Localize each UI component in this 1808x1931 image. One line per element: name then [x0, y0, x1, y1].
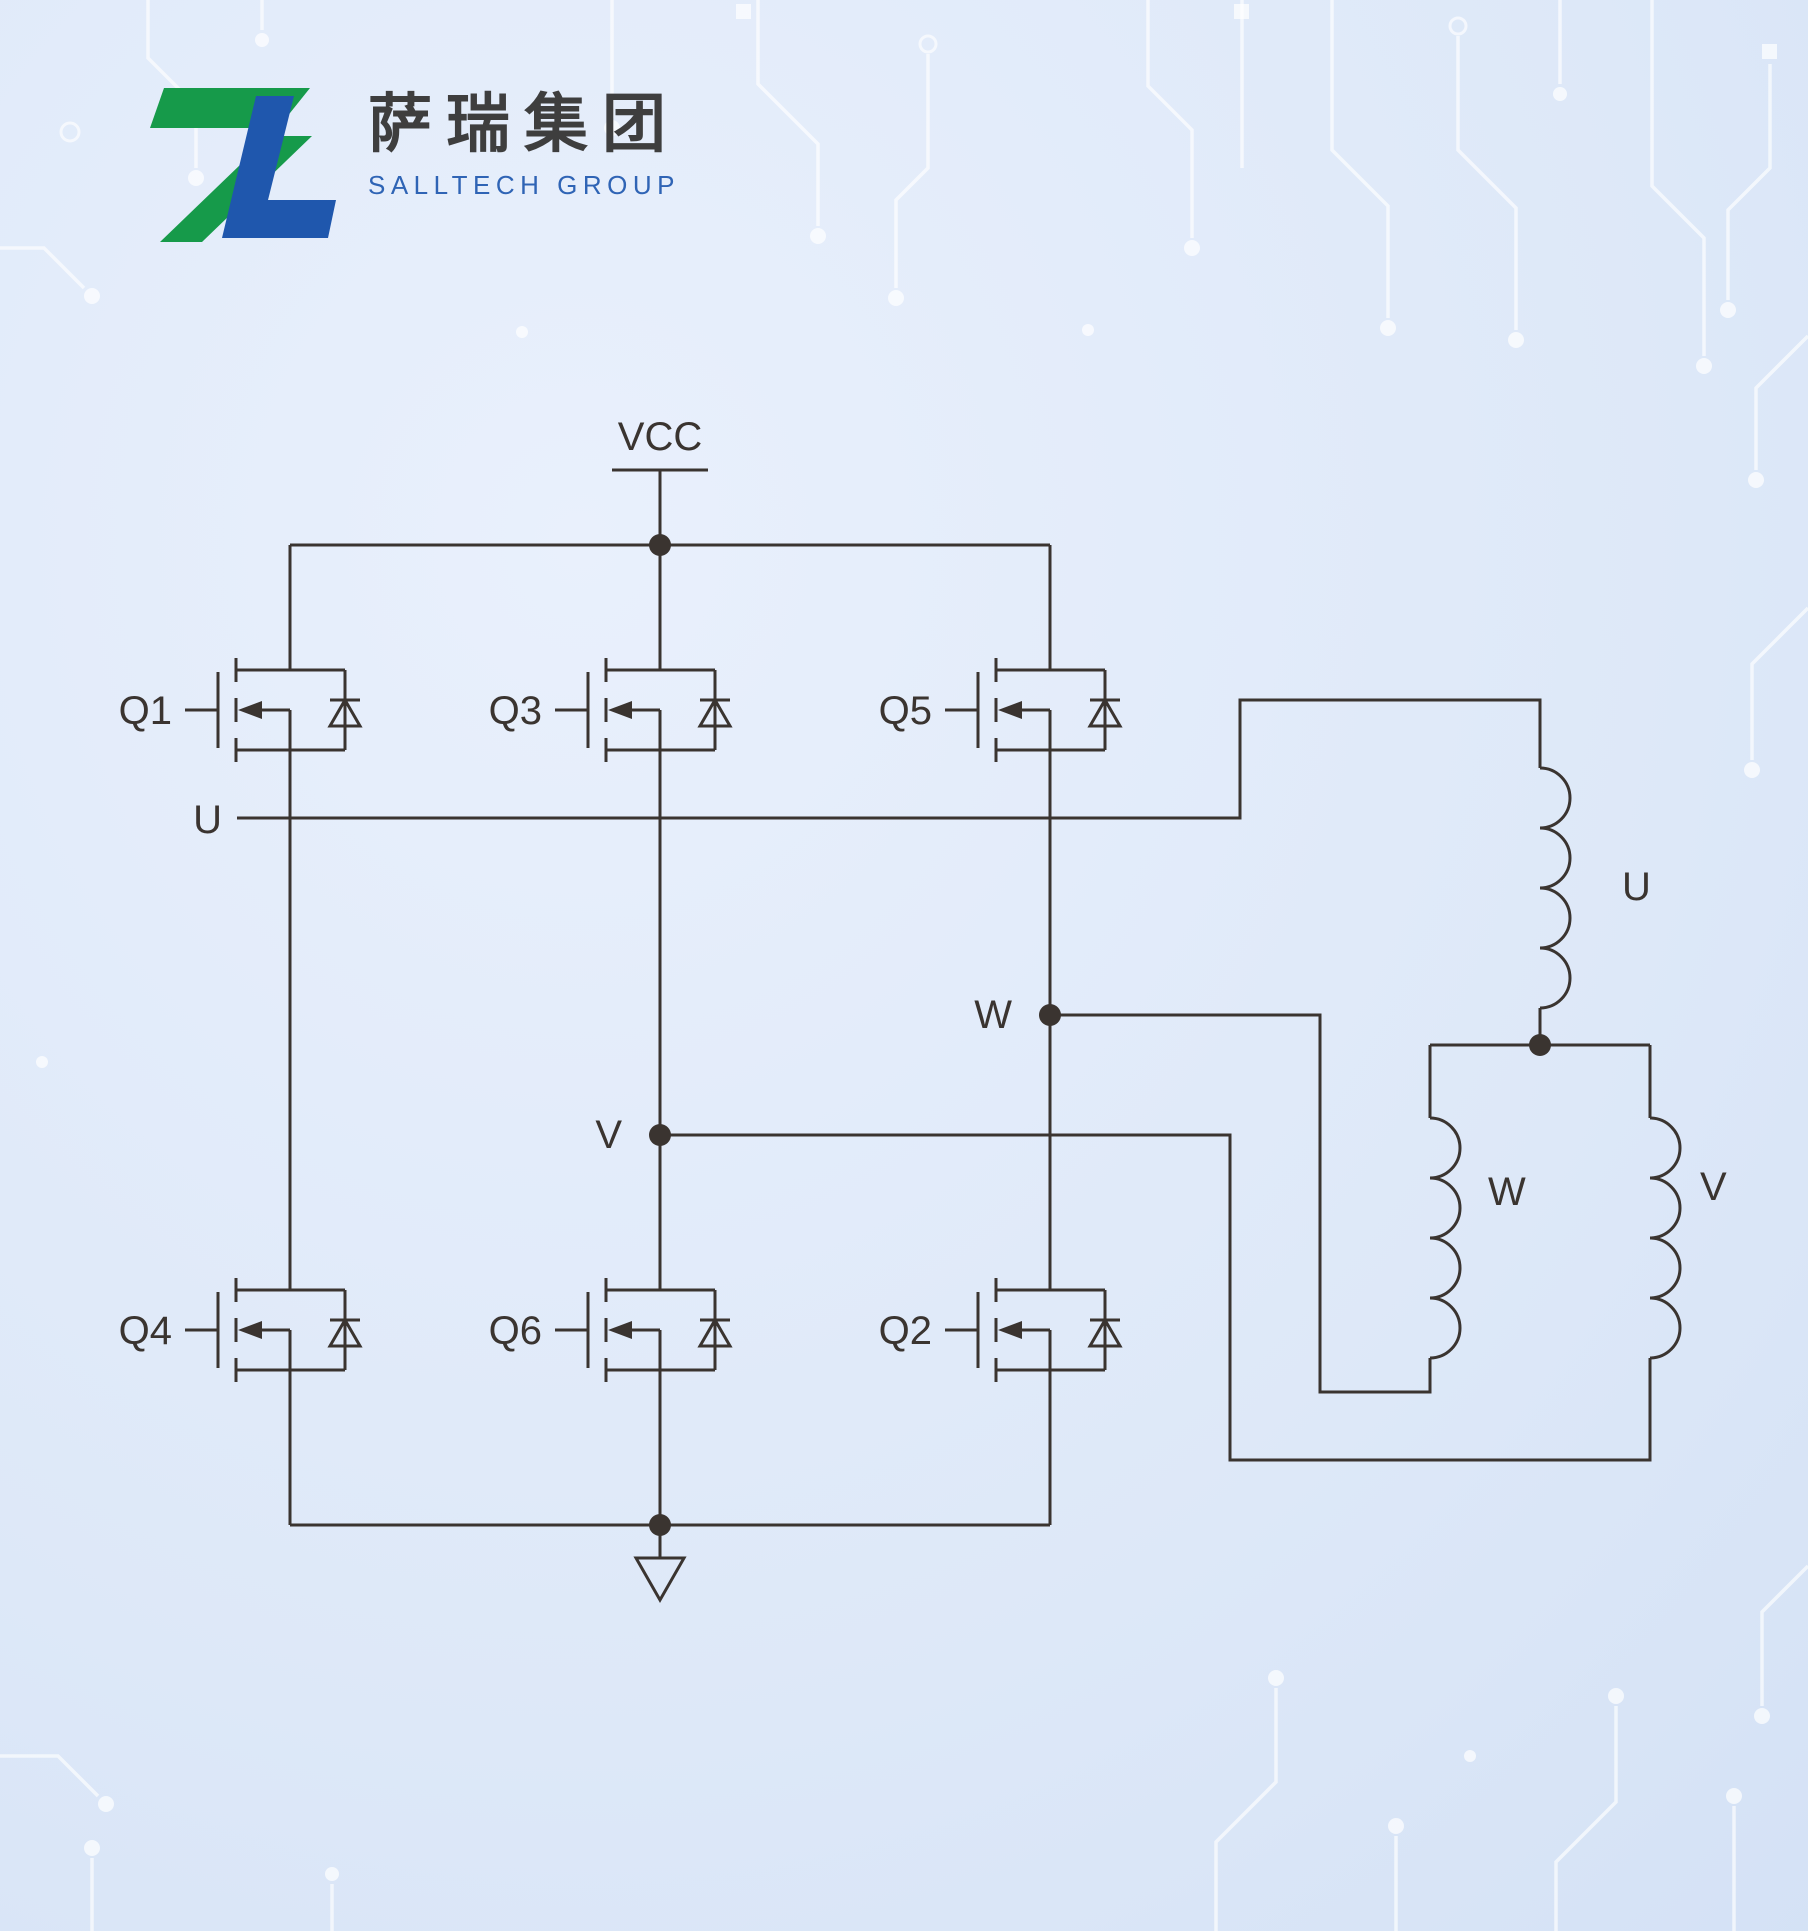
trace-line [0, 246, 86, 290]
label-winding-w: W [1488, 1170, 1526, 1214]
trace-via [888, 290, 904, 306]
trace-line [1754, 334, 1808, 470]
trace-line [1456, 36, 1518, 330]
schematic-labels: VCC Q1 Q3 Q5 Q4 Q6 Q2 U V W U W V [119, 415, 1727, 1353]
transistor-q5 [943, 656, 1122, 764]
logo-blue-l-stroke [222, 96, 336, 238]
junction-dot-v [649, 1124, 671, 1146]
transistor-q2 [943, 1276, 1122, 1384]
trace-pad [1762, 44, 1777, 59]
inductor-u [1539, 766, 1572, 1010]
trace-line [0, 1754, 100, 1798]
transistor-q3 [553, 656, 732, 764]
trace-via [84, 1840, 100, 1856]
junction-dot-ground [649, 1514, 671, 1536]
ground-symbol [633, 1556, 687, 1604]
trace-via [1754, 1708, 1770, 1724]
trace-via [1726, 1788, 1742, 1804]
salltech-logo-icon [150, 88, 336, 242]
trace-via [1388, 1818, 1404, 1834]
trace-pad [1234, 4, 1249, 19]
label-q2: Q2 [879, 1309, 932, 1353]
label-q5: Q5 [879, 689, 932, 733]
circuit-wires [237, 468, 1682, 1604]
trace-via [810, 228, 826, 244]
trace-via [1184, 240, 1200, 256]
trace-via [1608, 1688, 1624, 1704]
phase-w-wire [1050, 1013, 1432, 1394]
trace-line [1214, 1688, 1278, 1931]
trace-line [146, 0, 198, 168]
label-q1: Q1 [119, 689, 172, 733]
logo-text-block: 萨瑞集团 SALLTECH GROUP [368, 84, 680, 201]
logo-chinese-name: 萨瑞集团 [368, 88, 680, 160]
trace-via [84, 288, 100, 304]
trace-via [918, 34, 938, 54]
trace-via [1448, 16, 1468, 36]
label-winding-v: V [1700, 1165, 1727, 1209]
phase-v-wire [660, 1133, 1652, 1462]
trace-line [1146, 0, 1194, 238]
trace-line [756, 0, 820, 226]
label-vcc: VCC [618, 415, 702, 459]
junction-dots [649, 534, 1551, 1536]
trace-via [98, 1796, 114, 1812]
transistor-q4 [183, 1276, 362, 1384]
logo-english-name: SALLTECH GROUP [368, 169, 681, 200]
phase-u-wire [237, 698, 1542, 820]
junction-dot-star [1529, 1034, 1551, 1056]
trace-via [516, 326, 528, 338]
inductor-v [1649, 1116, 1682, 1360]
inductor-w [1429, 1116, 1462, 1360]
trace-via [1696, 358, 1712, 374]
trace-line [1330, 0, 1390, 318]
trace-via [59, 121, 81, 143]
trace-via [36, 1056, 48, 1068]
label-q4: Q4 [119, 1309, 172, 1353]
label-winding-u: U [1622, 865, 1651, 909]
label-phase-w: W [974, 993, 1012, 1037]
trace-via [325, 1867, 339, 1881]
trace-via [1553, 87, 1567, 101]
trace-via [1744, 762, 1760, 778]
label-phase-v: V [595, 1113, 622, 1157]
transistor-q1 [183, 656, 362, 764]
trace-line [1726, 64, 1772, 300]
trace-via [1380, 320, 1396, 336]
label-q3: Q3 [489, 689, 542, 733]
trace-via [1268, 1670, 1284, 1686]
trace-via [1082, 324, 1094, 336]
junction-dot-w [1039, 1004, 1061, 1026]
trace-line [1760, 1564, 1808, 1706]
trace-via [604, 120, 620, 136]
trace-via [1464, 1750, 1476, 1762]
trace-via [255, 33, 269, 47]
trace-via [188, 170, 204, 186]
trace-via [1720, 302, 1736, 318]
trace-via [1508, 332, 1524, 348]
trace-via [1748, 472, 1764, 488]
trace-line [1554, 1706, 1618, 1931]
transistor-q6 [553, 1276, 732, 1384]
trace-line [1650, 0, 1706, 356]
label-q6: Q6 [489, 1309, 542, 1353]
trace-line [1750, 606, 1808, 760]
trace-line [894, 54, 930, 288]
junction-dot-vcc [649, 534, 671, 556]
trace-pad [736, 4, 751, 19]
label-phase-u: U [193, 798, 222, 842]
logo: 萨瑞集团 SALLTECH GROUP [138, 84, 680, 249]
